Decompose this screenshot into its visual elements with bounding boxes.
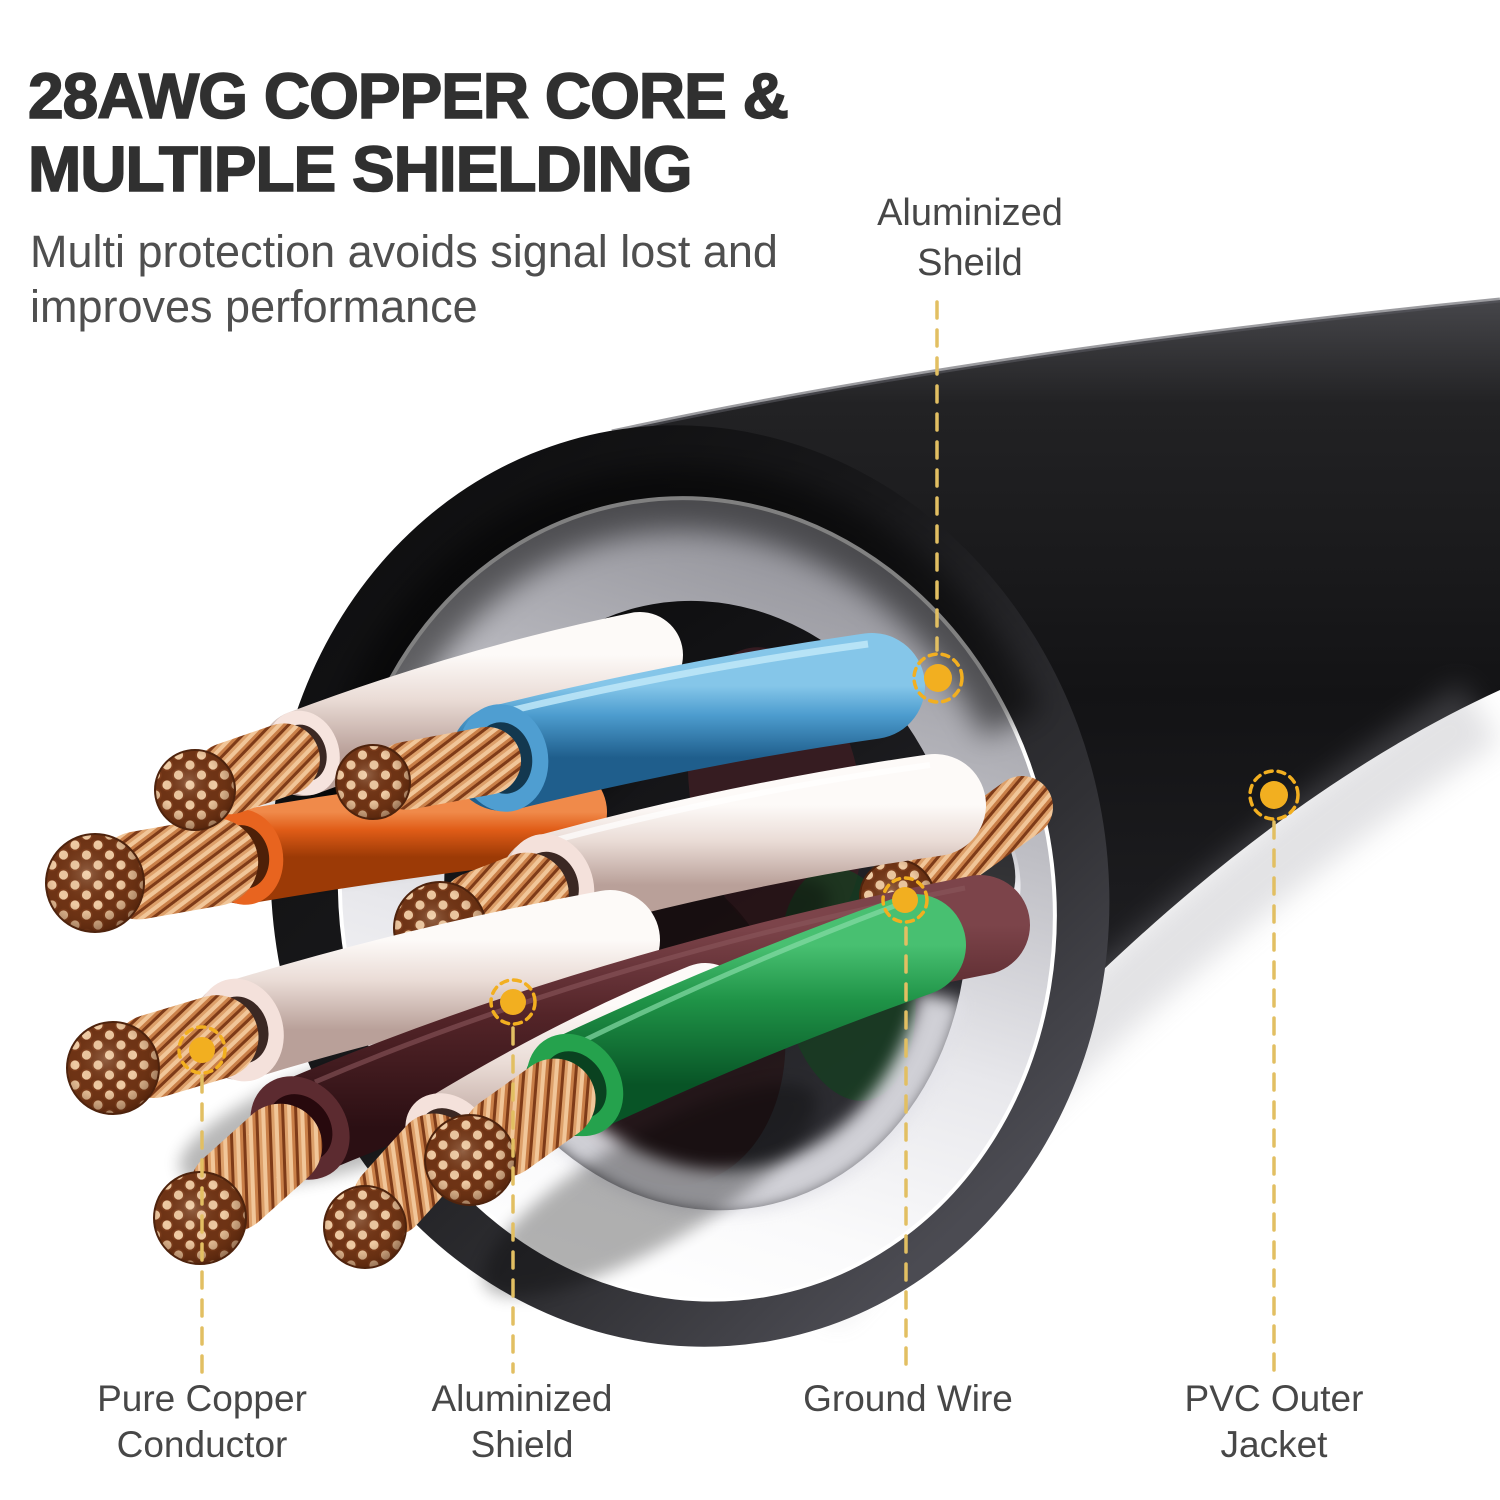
orange-wire: [45, 765, 607, 933]
copper-face: [424, 1114, 516, 1206]
copper-face: [335, 744, 411, 820]
callout-ring-ground-wire: [881, 876, 929, 924]
callout-label-pvc-outer-jacket: PVC Outer Jacket: [1184, 1378, 1364, 1465]
callout-label-pure-copper-conductor: Pure Copper Conductor: [97, 1378, 307, 1465]
callouts: [177, 300, 1300, 1374]
callout-dot-pure-copper: [189, 1037, 215, 1063]
callout-label-aluminized-shield-top: Aluminized Sheild: [877, 192, 1063, 284]
page-subtitle-line-2: improves performance: [30, 281, 478, 332]
callout-ring-aluminized-shield-bottom: [489, 978, 537, 1026]
callout-label-ground-wire: Ground Wire: [803, 1378, 1013, 1419]
green-wire: [424, 894, 966, 1206]
copper-face: [323, 1185, 407, 1269]
page-title: 28AWG COPPER CORE & MULTIPLE SHIELDING: [27, 59, 789, 206]
callout-ring-pure-copper: [177, 1025, 227, 1075]
callout-ring-aluminized-shield-top: [912, 652, 964, 704]
white-pair-wire-c: [66, 890, 660, 1115]
copper-face: [154, 749, 236, 831]
blue-wire: [335, 633, 925, 820]
page-subtitle: Multi protection avoids signal lost and …: [30, 224, 778, 334]
callout-dot-aluminized-shield-bottom: [500, 989, 526, 1015]
copper-face: [45, 833, 145, 933]
white-pair-wire-a: [154, 612, 683, 831]
page-subtitle-line-1: Multi protection avoids signal lost and: [30, 226, 778, 277]
callout-ring-pvc-jacket: [1248, 769, 1300, 821]
copper-face: [66, 1021, 160, 1115]
callout-dot-ground-wire: [892, 887, 918, 913]
copper-face: [153, 1171, 247, 1265]
page-title-line-1: 28AWG COPPER CORE &: [27, 59, 789, 133]
callout-dot-aluminized-shield-top: [924, 664, 952, 692]
page-title-line-2: MULTIPLE SHIELDING: [27, 132, 693, 206]
callout-label-aluminized-shield-bottom: Aluminized Shield: [431, 1378, 613, 1465]
callout-dot-pvc-jacket: [1260, 781, 1288, 809]
